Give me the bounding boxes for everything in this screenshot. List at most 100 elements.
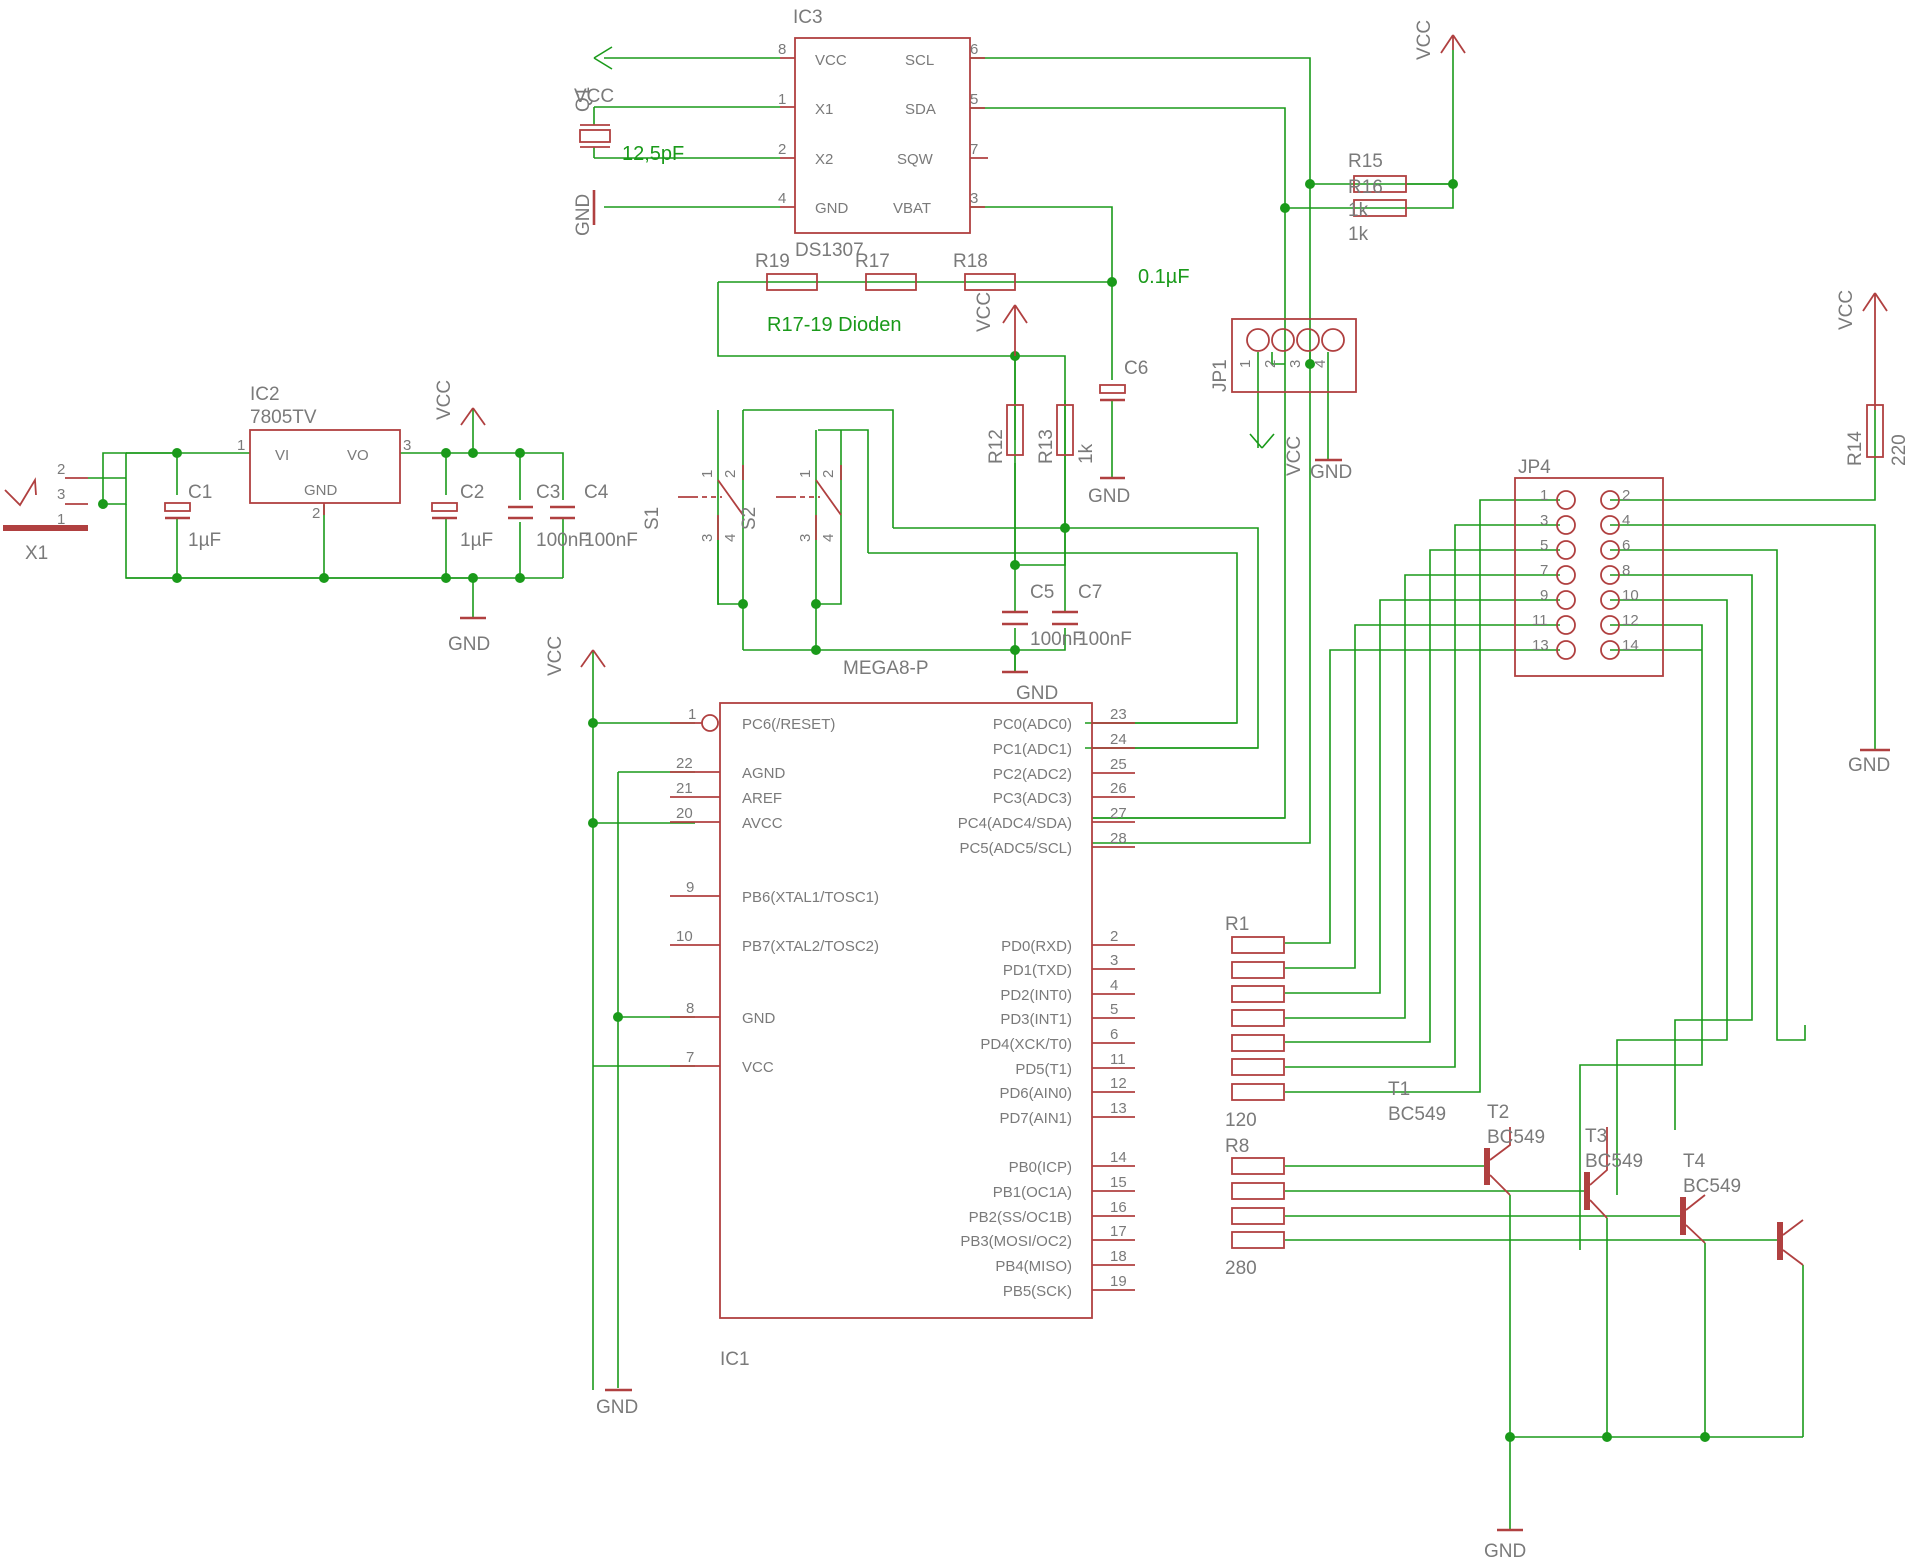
svg-text:9: 9 bbox=[686, 879, 694, 896]
ic2-pin-gnd: GND bbox=[304, 482, 338, 499]
ic1-pin-name: PC1(ADC1) bbox=[993, 741, 1072, 758]
r14-value: 220 bbox=[1889, 434, 1906, 466]
s1-label: S1 bbox=[642, 507, 663, 530]
c2-value: 1µF bbox=[460, 530, 493, 551]
ic1-pin-name: PD2(INT0) bbox=[1000, 987, 1072, 1004]
ic1-pin-number: 4 bbox=[1110, 977, 1118, 994]
ic1-pin-name: PB2(SS/OC1B) bbox=[969, 1209, 1072, 1226]
ic1-right-pins: 23PC0(ADC0)24PC1(ADC1)25PC2(ADC2)26PC3(A… bbox=[958, 706, 1127, 1300]
ic1-label: IC1 bbox=[720, 1349, 750, 1370]
ic2-part-label: 7805TV bbox=[250, 407, 317, 428]
capacitor-c7 bbox=[1052, 610, 1078, 626]
capacitor-c4 bbox=[550, 505, 575, 520]
ic3-label: IC3 bbox=[793, 7, 823, 28]
svg-text:20: 20 bbox=[676, 805, 693, 822]
ic1-pin-number: 14 bbox=[1110, 1149, 1127, 1166]
c7-value: 100nF bbox=[1078, 629, 1132, 650]
vcc-label: VCC bbox=[1414, 20, 1435, 60]
gnd-label: GND bbox=[573, 194, 594, 236]
svg-text:13: 13 bbox=[1532, 637, 1549, 654]
switch-pin: 3 bbox=[797, 534, 814, 542]
ic3-pin-num: 2 bbox=[778, 141, 786, 158]
ic1-pin-name: PB1(OC1A) bbox=[993, 1184, 1072, 1201]
svg-text:3: 3 bbox=[1540, 512, 1548, 529]
resistor-r19 bbox=[766, 273, 818, 291]
resistor-r15 bbox=[1353, 175, 1407, 193]
vbat-cap-value: 0.1µF bbox=[1138, 266, 1190, 288]
svg-text:12: 12 bbox=[1622, 612, 1639, 629]
jp4-header bbox=[1514, 477, 1664, 677]
ic1-pin-number: 15 bbox=[1110, 1174, 1127, 1191]
c5-value: 100nF bbox=[1030, 629, 1084, 650]
t1-part: BC549 bbox=[1388, 1104, 1446, 1125]
transistor-t2 bbox=[1584, 1127, 1608, 1219]
svg-text:1: 1 bbox=[1540, 487, 1548, 504]
ic3-ds1307 bbox=[780, 37, 988, 234]
jp1-pin: 2 bbox=[1262, 360, 1279, 368]
c7-label: C7 bbox=[1078, 582, 1102, 603]
ic1-pin-name: PB5(SCK) bbox=[1003, 1283, 1072, 1300]
ic1-pin-number: 12 bbox=[1110, 1075, 1127, 1092]
switch-pin: 4 bbox=[722, 534, 739, 542]
c3-label: C3 bbox=[536, 482, 560, 503]
ic2-pin-vo: VO bbox=[347, 447, 369, 464]
r1-value: 120 bbox=[1225, 1110, 1257, 1131]
ic1-pin-name: PC0(ADC0) bbox=[993, 716, 1072, 733]
vcc-label: VCC bbox=[1284, 436, 1305, 476]
ic1-pin-name: PC5(ADC5/SCL) bbox=[959, 840, 1072, 857]
t3-label: T3 bbox=[1585, 1126, 1607, 1147]
c1-label: C1 bbox=[188, 482, 212, 503]
q1-vcc-label: VCC bbox=[574, 86, 614, 107]
t4-label: T4 bbox=[1683, 1151, 1706, 1172]
r14-label: R14 bbox=[1845, 431, 1866, 466]
ic1-pin-number: 19 bbox=[1110, 1273, 1127, 1290]
ic1-pin-number: 11 bbox=[1110, 1051, 1126, 1068]
x1-pin: 2 bbox=[57, 461, 65, 478]
ic1-pin-name: PD5(T1) bbox=[1015, 1061, 1072, 1078]
ic2-pin-num: 3 bbox=[403, 437, 411, 454]
r18-label: R18 bbox=[953, 251, 988, 272]
svg-text:GND: GND bbox=[742, 1010, 776, 1027]
capacitor-c3 bbox=[508, 505, 533, 520]
ic2-label: IC2 bbox=[250, 384, 280, 405]
svg-text:14: 14 bbox=[1622, 637, 1639, 654]
ic1-pin-number: 16 bbox=[1110, 1199, 1127, 1216]
switch-s2 bbox=[776, 465, 842, 540]
svg-text:PC6(/RESET): PC6(/RESET) bbox=[742, 716, 835, 733]
svg-text:5: 5 bbox=[1540, 537, 1548, 554]
svg-text:10: 10 bbox=[1622, 587, 1639, 604]
vcc-arrows bbox=[460, 34, 1888, 668]
jp1-pin: 3 bbox=[1287, 360, 1304, 368]
ic3-pin-num: 5 bbox=[970, 91, 978, 108]
ic1-pin-number: 28 bbox=[1110, 830, 1127, 847]
vcc-label: VCC bbox=[545, 636, 566, 676]
s2-label: S2 bbox=[739, 507, 760, 530]
x1-power-jack bbox=[3, 477, 88, 531]
jp1-label: JP1 bbox=[1210, 359, 1231, 392]
resistor-r18 bbox=[964, 273, 1016, 291]
ic1-pin-name: PC4(ADC4/SDA) bbox=[958, 815, 1072, 832]
x1-label: X1 bbox=[25, 543, 48, 564]
ic1-pin-name: PB4(MISO) bbox=[995, 1258, 1072, 1275]
jp4-label: JP4 bbox=[1518, 457, 1551, 478]
jp4-right-pin-numbers: 2 4 6 8 10 12 14 bbox=[1622, 487, 1639, 654]
ic3-pin-x2: X2 bbox=[815, 151, 833, 168]
ic3-pin-scl: SCL bbox=[905, 52, 934, 69]
ic3-pin-vbat: VBAT bbox=[893, 200, 931, 217]
svg-text:4: 4 bbox=[1622, 512, 1630, 529]
r15-value: 1k bbox=[1348, 200, 1369, 221]
svg-text:PB7(XTAL2/TOSC2): PB7(XTAL2/TOSC2) bbox=[742, 938, 879, 955]
dioden-note: R17-19 Dioden bbox=[767, 314, 902, 336]
ic3-part-label: DS1307 bbox=[795, 240, 864, 261]
jp1-pin: 1 bbox=[1237, 360, 1254, 368]
svg-text:7: 7 bbox=[686, 1049, 694, 1066]
svg-text:11: 11 bbox=[1532, 612, 1548, 629]
ic2-pin-num: 2 bbox=[312, 505, 320, 522]
ic3-pin-num: 8 bbox=[778, 41, 786, 58]
resistor-bank-pd bbox=[1231, 936, 1285, 1101]
mega8-label: MEGA8-P bbox=[843, 658, 929, 679]
resistor-r14 bbox=[1866, 404, 1884, 458]
ic3-pin-num: 1 bbox=[778, 91, 786, 108]
ic1-pin-number: 24 bbox=[1110, 731, 1127, 748]
ic1-pin-number: 5 bbox=[1110, 1001, 1118, 1018]
